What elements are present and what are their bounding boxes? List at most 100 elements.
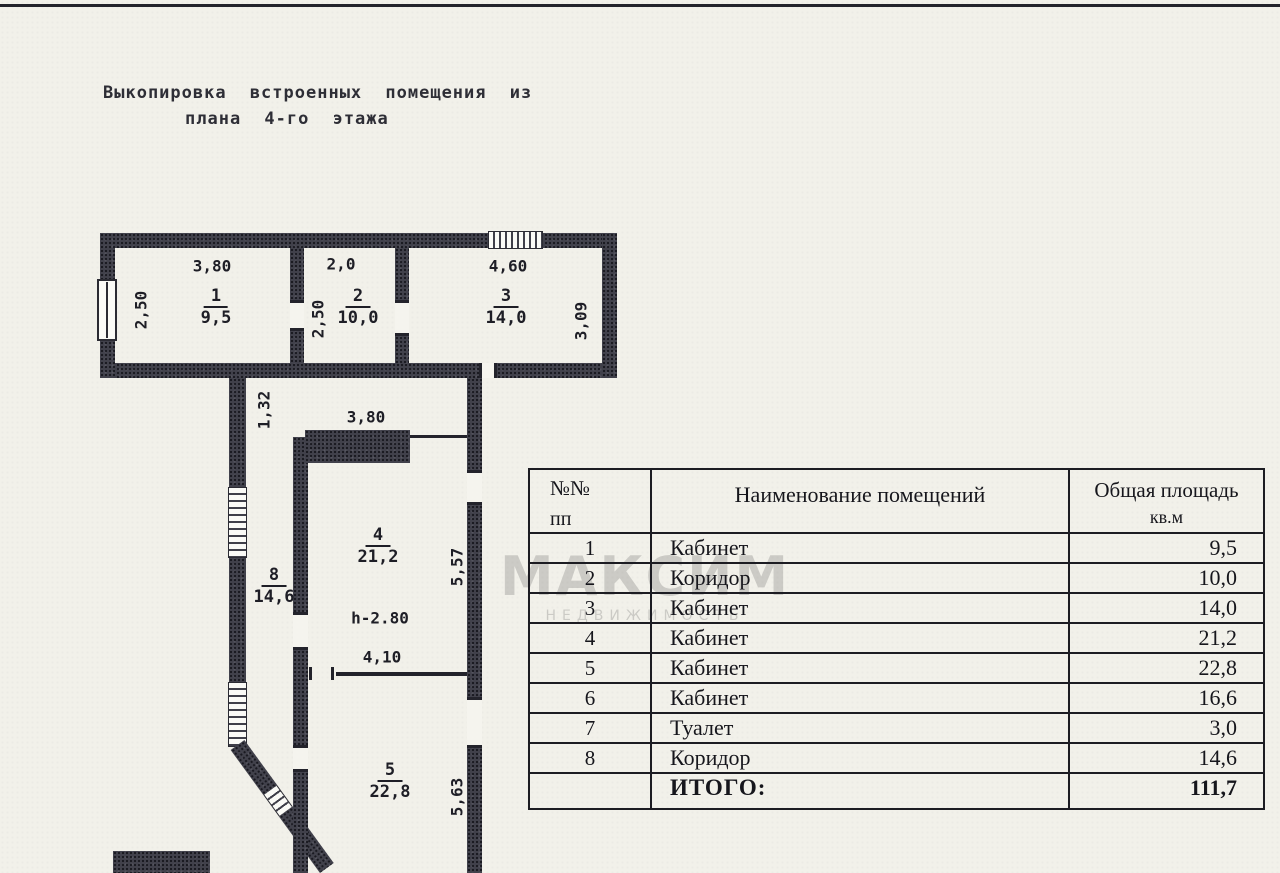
- room-name: Коридор: [650, 742, 1070, 774]
- dim-room1-height: 2,50: [131, 290, 151, 330]
- table-row: 1 Кабинет 9,5: [528, 532, 1265, 564]
- partition-line-room4-5: [336, 672, 467, 676]
- window-icon: [228, 487, 247, 558]
- room-name: Туалет: [650, 712, 1070, 744]
- wall-hatched-block: [305, 430, 410, 463]
- room-area: 16,6: [1068, 682, 1265, 714]
- wall-room1-2-lower: [290, 331, 304, 363]
- dim-corridor: 1,32: [254, 390, 274, 430]
- total-empty-cell: [528, 772, 652, 810]
- row-number: 4: [528, 622, 652, 654]
- wall-interior-a: [293, 437, 308, 612]
- room-name: Кабинет: [650, 652, 1070, 684]
- table-row: 8 Коридор 14,6: [528, 742, 1265, 774]
- wall-interior-c: [293, 772, 308, 873]
- table-row: 7 Туалет 3,0: [528, 712, 1265, 744]
- row-number: 3: [528, 592, 652, 624]
- row-number: 6: [528, 682, 652, 714]
- room-areas-table: №№ пп Наименование помещений Общая площа…: [528, 468, 1265, 810]
- door-opening-bottom: [479, 363, 497, 378]
- table-row: 2 Коридор 10,0: [528, 562, 1265, 594]
- header-area: Общая площадь: [1094, 478, 1239, 502]
- room-label-8: 8 14,6: [254, 565, 295, 607]
- row-number: 8: [528, 742, 652, 774]
- door-opening-right-upper: [467, 470, 482, 505]
- drawing-title: Выкопировка встроенных помещения из план…: [103, 80, 532, 132]
- wall-room2-3-lower: [395, 336, 409, 363]
- dim-room4-bottom: 4,10: [362, 647, 402, 667]
- door-opening-room2-3: [395, 300, 409, 336]
- wall-corridor-left-a: [229, 378, 246, 487]
- door-opening-corridor-room4: [293, 612, 308, 650]
- room-area: 14,6: [1068, 742, 1265, 774]
- room-area: 9,5: [1068, 532, 1265, 564]
- header-pp: пп: [550, 508, 572, 530]
- room-name: Кабинет: [650, 532, 1070, 564]
- wall-room1-2-upper: [290, 248, 304, 300]
- table-header-row: №№ пп Наименование помещений Общая площа…: [528, 468, 1265, 534]
- room-label-4: 4 21,2: [358, 525, 399, 567]
- row-number: 2: [528, 562, 652, 594]
- wall-segment: [230, 740, 278, 796]
- header-no: №№: [550, 476, 591, 500]
- room-area: 14,0: [485, 308, 527, 328]
- total-value: 111,7: [1068, 772, 1265, 810]
- header-area-units: кв.м: [1149, 507, 1184, 527]
- room-area: 9,5: [200, 308, 232, 328]
- room-number: 4: [365, 526, 391, 547]
- room-area: 10,0: [1068, 562, 1265, 594]
- room-area: 3,0: [1068, 712, 1265, 744]
- row-number: 1: [528, 532, 652, 564]
- wall-right: [602, 233, 617, 378]
- room-area: 21,2: [1068, 622, 1265, 654]
- room-number: 5: [377, 761, 403, 782]
- dim-room4-ceiling-height: h-2.80: [351, 608, 409, 628]
- room-label-1: 1 9,5: [201, 286, 232, 328]
- wall-room2-3-upper: [395, 248, 409, 300]
- row-number: 7: [528, 712, 652, 744]
- wall-right-a: [467, 378, 482, 470]
- wall-top: [100, 233, 617, 248]
- drawing-title-line1: Выкопировка встроенных помещения из: [103, 83, 533, 103]
- door-opening-corridor-room5: [293, 745, 308, 772]
- partition-line-room4-top: [410, 435, 467, 438]
- door-opening-right-lower: [467, 697, 482, 748]
- dim-room5-right: 5,63: [447, 777, 467, 817]
- room-area: 14,6: [253, 587, 295, 607]
- dim-room1-width: 3,80: [192, 256, 232, 276]
- dim-room2-height: 2,50: [308, 299, 328, 339]
- room-area: 10,0: [337, 308, 379, 328]
- wall-diagonal: [230, 740, 334, 873]
- room-name: Коридор: [650, 562, 1070, 594]
- dim-room2-width: 2,0: [326, 254, 356, 274]
- door-opening-room1-2: [290, 300, 304, 331]
- room-number: 1: [203, 287, 229, 308]
- wall-right-c: [467, 748, 482, 873]
- wall-right-b: [467, 505, 482, 697]
- table-total-row: ИТОГО: 111,7: [528, 772, 1265, 810]
- room-number: 3: [493, 287, 519, 308]
- room-area: 21,2: [357, 547, 399, 567]
- room-area: 22,8: [1068, 652, 1265, 684]
- room-name: Кабинет: [650, 622, 1070, 654]
- door-jamb-tick: [331, 667, 334, 680]
- table-row: 6 Кабинет 16,6: [528, 682, 1265, 714]
- room-area: 22,8: [369, 782, 411, 802]
- wall-bottom-left: [100, 363, 479, 378]
- row-number: 5: [528, 652, 652, 684]
- door-jamb-tick: [309, 667, 312, 680]
- room-label-3: 3 14,0: [486, 286, 527, 328]
- room-label-5: 5 22,8: [370, 760, 411, 802]
- dim-room3-width: 4,60: [488, 256, 528, 276]
- wall-bottom-block: [113, 851, 210, 873]
- drawing-title-line2: плана 4-го этажа: [185, 109, 389, 129]
- wall-corridor-left-b: [229, 558, 246, 682]
- dim-room4-right: 5,57: [447, 547, 467, 587]
- room-name: Кабинет: [650, 682, 1070, 714]
- scan-edge-line: [0, 4, 1280, 7]
- window-icon: [488, 231, 543, 249]
- room-number: 8: [261, 566, 287, 587]
- dim-room4-top: 3,80: [346, 407, 386, 427]
- dim-room3-height: 3,09: [571, 301, 591, 341]
